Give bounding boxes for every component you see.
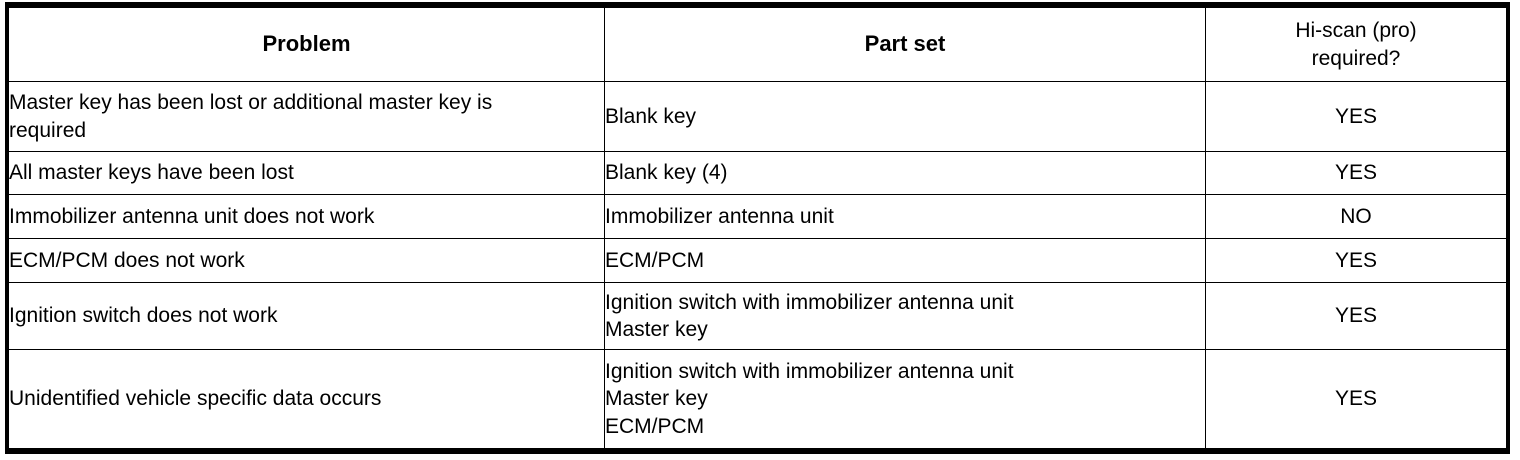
part-line: Blank key [605,104,697,128]
table-row: Unidentified vehicle specific data occur… [8,349,1507,451]
column-header-hiscan: Hi-scan (pro) required? [1205,5,1507,82]
cell-problem: Unidentified vehicle specific data occur… [8,349,605,451]
cell-part-set: ECM/PCM [604,238,1206,283]
cell-hiscan-required: YES [1205,238,1507,283]
table-row: Master key has been lost or additional m… [8,81,1507,152]
column-header-hiscan-line2: required? [1311,46,1401,70]
cell-problem: All master keys have been lost [8,151,605,195]
table-header-row: Problem Part set Hi-scan (pro) required? [8,5,1507,82]
table-row: All master keys have been lost Blank key… [8,151,1507,195]
problem-line: required [9,118,87,142]
column-header-problem: Problem [8,5,605,82]
cell-hiscan-required: YES [1205,349,1507,451]
problem-line: ECM/PCM does not work [9,248,245,272]
spec-table-container: Problem Part set Hi-scan (pro) required? [5,2,1510,454]
column-header-hiscan-lines: Hi-scan (pro) required? [1206,17,1506,72]
problem-line: All master keys have been lost [9,161,294,185]
cell-problem: ECM/PCM does not work [8,238,605,283]
table-row: ECM/PCM does not work ECM/PCM YES [8,238,1507,283]
part-line: Master key [605,387,708,411]
cell-hiscan-required: YES [1205,282,1507,350]
cell-hiscan-required: YES [1205,151,1507,195]
cell-part-set: Ignition switch with immobilizer antenna… [604,282,1206,350]
cell-part-set: Immobilizer antenna unit [604,194,1206,239]
problem-line: Ignition switch does not work [9,304,278,328]
column-header-hiscan-line1: Hi-scan (pro) [1295,19,1417,43]
part-line: Blank key (4) [605,161,728,185]
part-line: ECM/PCM [605,414,705,438]
problem-line: Unidentified vehicle specific data occur… [9,387,382,411]
cell-part-set: Blank key (4) [604,151,1206,195]
cell-part-set: Ignition switch with immobilizer antenna… [604,349,1206,451]
table-row: Ignition switch does not work Ignition s… [8,282,1507,350]
cell-problem: Ignition switch does not work [8,282,605,350]
cell-problem: Immobilizer antenna unit does not work [8,194,605,239]
column-header-part-set-label: Part set [864,31,946,57]
part-line: Immobilizer antenna unit [605,204,834,228]
immobilizer-spec-table: Problem Part set Hi-scan (pro) required? [5,2,1510,454]
cell-part-set: Blank key [604,81,1206,152]
part-line: Ignition switch with immobilizer antenna… [605,360,1014,384]
table-row: Immobilizer antenna unit does not work I… [8,194,1507,239]
cell-problem: Master key has been lost or additional m… [8,81,605,152]
problem-line: Immobilizer antenna unit does not work [9,204,375,228]
problem-line: Master key has been lost or additional m… [9,91,493,115]
cell-hiscan-required: NO [1205,194,1507,239]
cell-hiscan-required: YES [1205,81,1507,152]
column-header-problem-label: Problem [262,31,351,57]
part-line: Master key [605,318,708,341]
part-line: Ignition switch with immobilizer antenna… [605,290,1014,314]
part-line: ECM/PCM [605,248,705,272]
column-header-part-set: Part set [604,5,1206,82]
